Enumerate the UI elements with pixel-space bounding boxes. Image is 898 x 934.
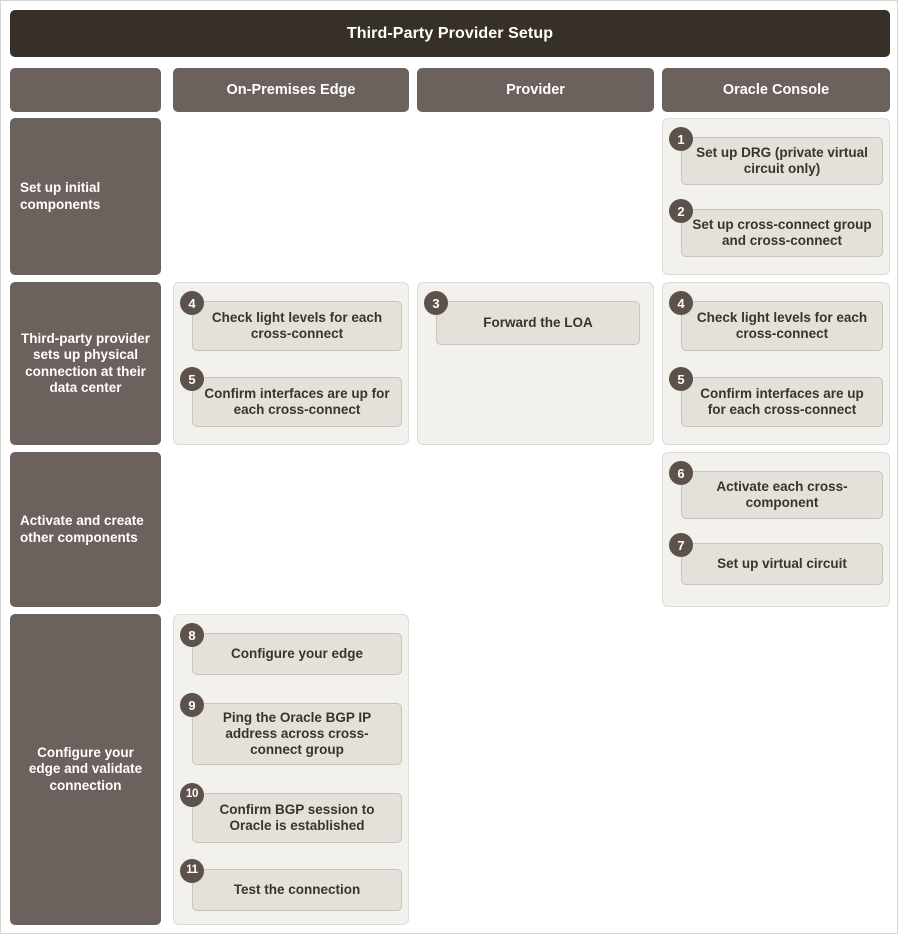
step-badge-5-edge: 5 <box>180 367 204 391</box>
step-badge-4-console: 4 <box>669 291 693 315</box>
step-group-provider-row2: 3 Forward the LOA <box>417 282 654 445</box>
step-box-set-up-virtual-circuit[interactable]: Set up virtual circuit <box>681 543 883 585</box>
step-box-activate-each-cross-component[interactable]: Activate each cross-component <box>681 471 883 519</box>
step-badge-7: 7 <box>669 533 693 557</box>
step-group-oracle-console-row1: 1 Set up DRG (private virtual circuit on… <box>662 118 890 275</box>
step-badge-11: 11 <box>180 859 204 883</box>
step-group-on-premises-edge-row2: 4 Check light levels for each cross-conn… <box>173 282 409 445</box>
row-label-set-up-initial-components: Set up initial components <box>10 118 161 275</box>
step-badge-9: 9 <box>180 693 204 717</box>
step-box-check-light-levels-edge[interactable]: Check light levels for each cross-connec… <box>192 301 402 351</box>
step-box-check-light-levels-console[interactable]: Check light levels for each cross-connec… <box>681 301 883 351</box>
step-box-ping-oracle-bgp-ip[interactable]: Ping the Oracle BGP IP address across cr… <box>192 703 402 765</box>
step-badge-4-edge: 4 <box>180 291 204 315</box>
step-box-set-up-drg[interactable]: Set up DRG (private virtual circuit only… <box>681 137 883 185</box>
row-label-configure-edge-validate: Configure your edge and validate connect… <box>10 614 161 925</box>
step-box-confirm-interfaces-edge[interactable]: Confirm interfaces are up for each cross… <box>192 377 402 427</box>
step-box-forward-the-loa[interactable]: Forward the LOA <box>436 301 640 345</box>
step-badge-6: 6 <box>669 461 693 485</box>
column-header-provider: Provider <box>417 68 654 112</box>
step-badge-3: 3 <box>424 291 448 315</box>
step-badge-1: 1 <box>669 127 693 151</box>
column-header-oracle-console: Oracle Console <box>662 68 890 112</box>
row-label-activate-and-create: Activate and create other components <box>10 452 161 607</box>
step-group-oracle-console-row3: 6 Activate each cross-component 7 Set up… <box>662 452 890 607</box>
step-badge-10: 10 <box>180 783 204 807</box>
step-box-test-the-connection[interactable]: Test the connection <box>192 869 402 911</box>
row-label-third-party-provider-physical: Third-party provider sets up physical co… <box>10 282 161 445</box>
column-header-spacer <box>10 68 161 112</box>
step-group-on-premises-edge-row4: 8 Configure your edge 9 Ping the Oracle … <box>173 614 409 925</box>
step-box-confirm-interfaces-console[interactable]: Confirm interfaces are up for each cross… <box>681 377 883 427</box>
step-group-oracle-console-row2: 4 Check light levels for each cross-conn… <box>662 282 890 445</box>
page-title: Third-Party Provider Setup <box>10 10 890 57</box>
step-badge-8: 8 <box>180 623 204 647</box>
step-box-confirm-bgp-session[interactable]: Confirm BGP session to Oracle is establi… <box>192 793 402 843</box>
step-badge-5-console: 5 <box>669 367 693 391</box>
step-box-configure-your-edge[interactable]: Configure your edge <box>192 633 402 675</box>
column-header-on-premises-edge: On-Premises Edge <box>173 68 409 112</box>
step-badge-2: 2 <box>669 199 693 223</box>
step-box-set-up-cross-connect-group[interactable]: Set up cross-connect group and cross-con… <box>681 209 883 257</box>
